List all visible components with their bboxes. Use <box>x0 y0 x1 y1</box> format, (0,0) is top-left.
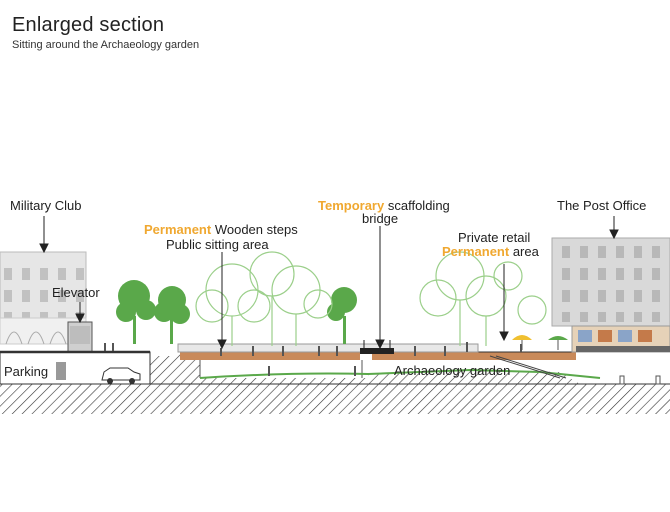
parking-level <box>0 350 151 385</box>
scaffolding-bridge <box>360 340 394 354</box>
ramp <box>489 355 567 379</box>
garden-ground <box>199 368 601 379</box>
page-subtitle: Sitting around the Archaeology garden <box>12 39 200 51</box>
wooden-steps-highlight: Permanent <box>144 222 212 237</box>
umbrellas <box>512 335 568 350</box>
scaffold-label-line2: bridge <box>362 211 399 226</box>
car-icon <box>101 367 141 384</box>
page-title: Enlarged section <box>12 14 165 36</box>
retail-text: area <box>512 244 539 259</box>
people <box>104 342 522 376</box>
military-club-label: Military Club <box>10 198 82 213</box>
scaffold-text: scaffolding <box>387 198 450 213</box>
retail-label-line1: Private retail <box>458 230 531 245</box>
scaffold-highlight: Temporary <box>318 198 385 213</box>
retail-label-line2: Permanent area <box>442 245 539 259</box>
parking-label: Parking <box>4 364 49 379</box>
public-sitting-label: Public sitting area <box>166 237 269 252</box>
post-office-building <box>551 237 670 385</box>
elevator-label: Elevator <box>52 285 100 300</box>
scaffold-label: Temporary scaffolding <box>318 199 450 213</box>
leader-arrows <box>39 216 619 350</box>
wooden-steps-text: Wooden steps <box>214 222 298 237</box>
retail-highlight: Permanent <box>442 244 510 259</box>
trees <box>116 251 547 346</box>
post-office-label: The Post Office <box>557 198 647 213</box>
wooden-steps-label: Permanent Wooden steps <box>144 223 298 237</box>
archaeology-garden-label: Archaeology garden <box>394 363 511 378</box>
